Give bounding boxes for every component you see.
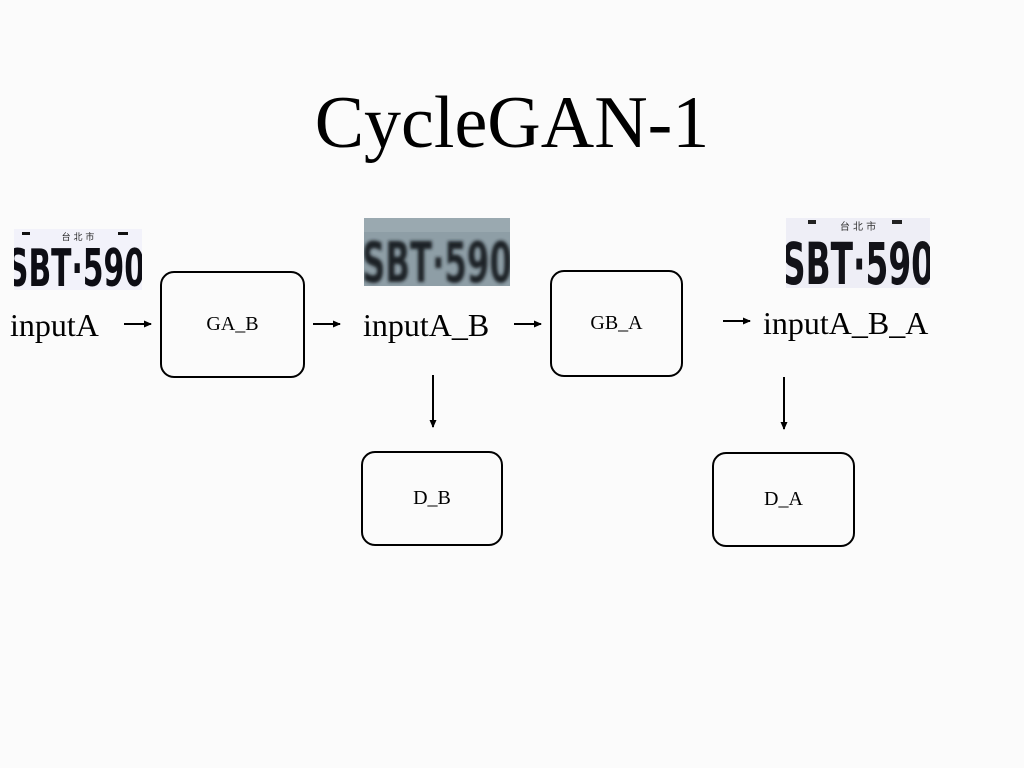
plate-number-text: SBT·590 <box>14 239 142 290</box>
discriminator-d-b-box: D_B <box>361 451 503 546</box>
input-a-b-a-plate-image: 台 北 市 SBT·590 <box>786 218 930 288</box>
diagram-title: CycleGAN-1 <box>314 82 710 164</box>
generator-gb-a-box: GB_A <box>550 270 683 377</box>
plate-header-text: 台 北 市 <box>62 231 95 243</box>
plate-number-text: SBT·590 <box>364 231 510 286</box>
plate-header-text: 台 北 市 <box>840 220 876 233</box>
input-a-b-plate-image: SBT·590 <box>364 218 510 286</box>
discriminator-d-a-box: D_A <box>712 452 855 547</box>
input-a-b-label: inputA_B <box>363 307 490 343</box>
generator-ga-b-box: GA_B <box>160 271 305 378</box>
input-a-b-a-label: inputA_B_A <box>763 305 929 341</box>
plate-graphic: SBT·590 <box>364 218 510 286</box>
input-a-label: inputA <box>10 307 99 343</box>
discriminator-d-a-label: D_A <box>764 488 803 510</box>
discriminator-d-b-label: D_B <box>413 487 451 509</box>
plate-graphic: 台 北 市 SBT·590 <box>786 220 930 288</box>
generator-gb-a-label: GB_A <box>590 312 643 334</box>
generator-ga-b-label: GA_B <box>206 313 259 335</box>
input-a-plate-image: 台 北 市 SBT·590 <box>14 229 142 290</box>
plate-number-text: SBT·590 <box>786 230 930 288</box>
plate-graphic: 台 北 市 SBT·590 <box>14 231 142 290</box>
